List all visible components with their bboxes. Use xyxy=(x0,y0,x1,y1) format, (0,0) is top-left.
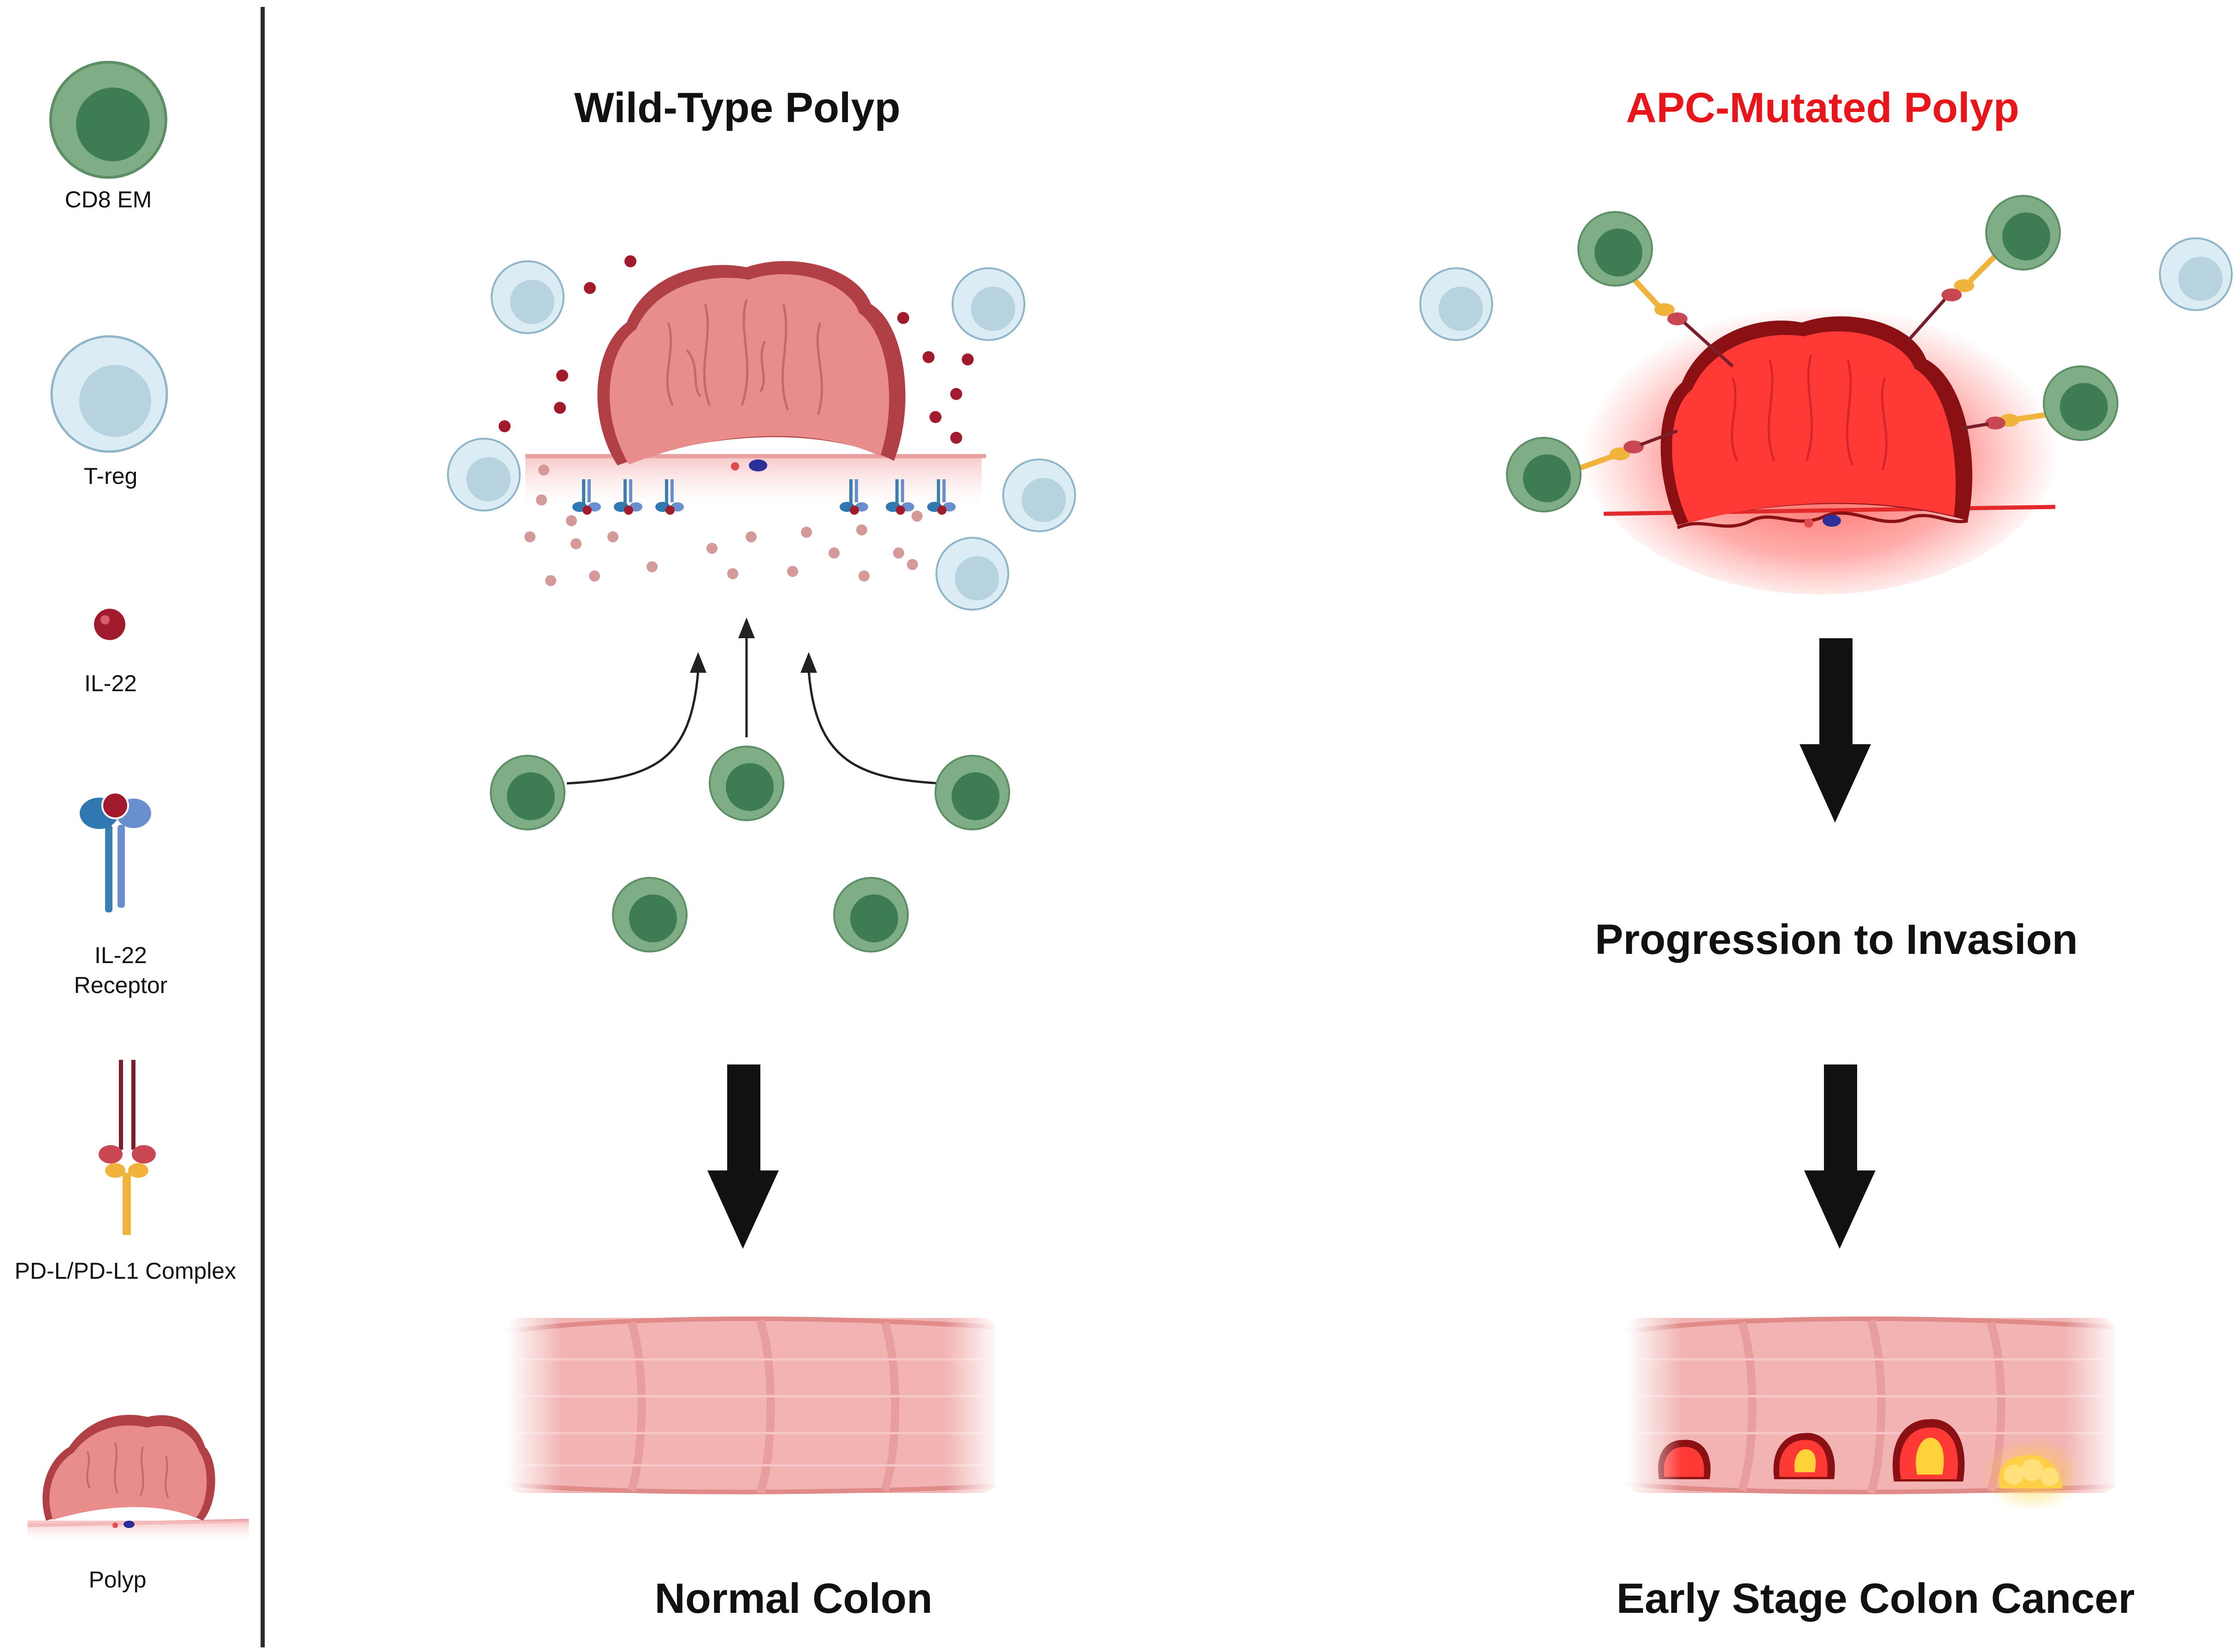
cancer-lesion-4 xyxy=(1982,1438,2083,1511)
treg-cell-icon xyxy=(491,260,565,334)
apc-cd8-cells xyxy=(1506,195,2118,512)
treg-cell-icon xyxy=(50,335,168,453)
cd8-em-cell-icon xyxy=(612,877,688,952)
polyp-icon xyxy=(27,1415,249,1539)
wild-type-recruitment-arrows xyxy=(566,634,941,785)
treg-cell-icon xyxy=(2159,237,2233,311)
treg-cell-icon xyxy=(935,537,1009,611)
il22-receptor-icon xyxy=(655,479,684,515)
legend: CD8 EM T-reg IL-22 IL-22 Receptor xyxy=(15,61,249,1593)
wild-type-outcome-label: Normal Colon xyxy=(654,1575,932,1622)
cd8-em-cell-icon xyxy=(833,877,909,952)
wild-type-polyp-icon xyxy=(597,261,906,471)
wild-type-il22-receptors xyxy=(572,479,956,515)
treg-cell-icon xyxy=(1002,459,1076,532)
cancer-colon-icon xyxy=(1626,1313,2120,1511)
down-arrow-icon xyxy=(1804,1064,1876,1249)
cd8-em-cell-icon xyxy=(1506,437,1582,512)
normal-colon-icon xyxy=(506,1313,1000,1498)
cd8-em-cell-icon xyxy=(490,755,565,830)
il22-receptor-icon xyxy=(614,479,642,515)
apc-mutated-title: APC-Mutated Polyp xyxy=(1626,84,2019,131)
legend-label-il22-receptor-line1: IL-22 xyxy=(94,942,147,968)
legend-label-treg: T-reg xyxy=(84,463,138,489)
cancer-lesion-2 xyxy=(1773,1433,1835,1479)
il22-receptor-icon xyxy=(80,792,151,912)
wild-type-cd8-cells xyxy=(490,746,1010,952)
il22-molecule-icon xyxy=(94,609,125,640)
down-arrow-icon xyxy=(707,1064,779,1249)
wild-type-title: Wild-Type Polyp xyxy=(574,84,900,131)
il22-receptor-icon xyxy=(886,479,914,515)
treg-cell-icon xyxy=(952,267,1025,341)
cd8-em-cell-icon xyxy=(709,746,784,821)
apc-tumor-polyp-icon xyxy=(1660,316,1972,529)
legend-label-il22-receptor-line2: Receptor xyxy=(74,972,168,998)
legend-label-cd8-em: CD8 EM xyxy=(65,187,152,212)
il22-receptor-icon xyxy=(927,479,956,515)
legend-label-il22: IL-22 xyxy=(84,670,137,696)
wild-type-treg-cells xyxy=(447,260,1076,611)
pd-l1-complex-icon xyxy=(1960,412,2047,430)
treg-cell-icon xyxy=(447,438,521,511)
wild-type-arrowheads xyxy=(690,617,817,673)
il22-receptor-icon xyxy=(572,479,601,515)
pd-l1-complex-icon xyxy=(1579,429,1678,470)
down-arrow-icon xyxy=(1800,638,1871,823)
legend-label-polyp: Polyp xyxy=(88,1567,146,1593)
wild-type-il22-diffuse xyxy=(524,464,923,586)
cancer-lesion-3 xyxy=(1893,1419,1965,1482)
pd-l1-complex-icon xyxy=(1629,274,1734,368)
wild-type-section: Wild-Type Polyp xyxy=(447,84,1076,1622)
wild-type-il22-molecules xyxy=(499,255,974,444)
curved-arrow-icon xyxy=(566,670,700,785)
cd8-em-cell-icon xyxy=(935,755,1010,830)
apc-treg-cells xyxy=(1419,237,2233,341)
curved-arrow-icon xyxy=(807,670,941,785)
pd-l1-complex-icon xyxy=(99,1060,156,1235)
cd8-em-cell-icon xyxy=(49,61,167,179)
apc-outcome-label: Early Stage Colon Cancer xyxy=(1617,1575,2135,1622)
treg-cell-icon xyxy=(1419,267,1493,341)
cd8-em-cell-icon xyxy=(2043,365,2118,441)
il22-receptor-icon xyxy=(840,479,868,515)
legend-label-pdl1: PD-L/PD-L1 Complex xyxy=(15,1258,236,1284)
apc-progression-label: Progression to Invasion xyxy=(1595,916,2078,963)
apc-mutated-section: APC-Mutated Polyp xyxy=(1419,84,2233,1622)
cd8-em-cell-icon xyxy=(1985,195,2061,270)
cd8-em-cell-icon xyxy=(1577,211,1653,287)
